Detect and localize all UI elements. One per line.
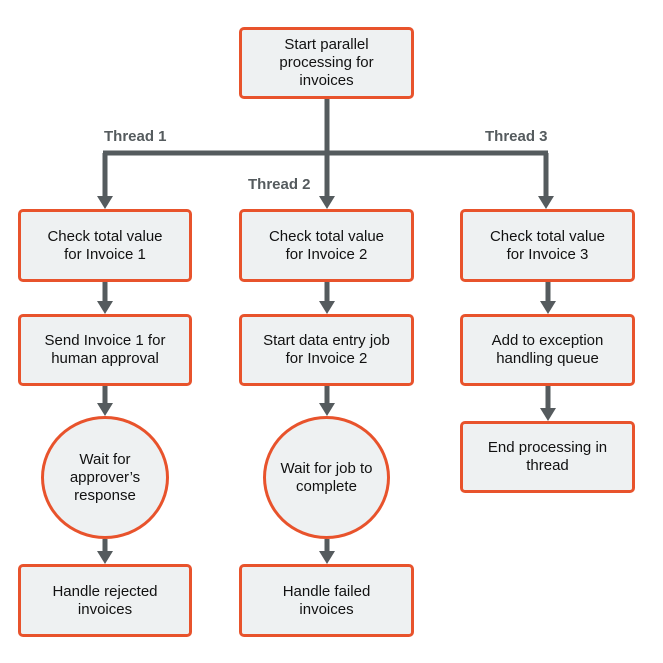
arrowhead-thread2-step1 — [319, 196, 335, 209]
thread1-check-invoice-node: Check total value for Invoice 1 — [18, 209, 192, 282]
thread3-end-processing-node: End processing in thread — [460, 421, 635, 493]
thread1-send-approval-node: Send Invoice 1 for human approval — [18, 314, 192, 386]
thread1-handle-rejected-node: Handle rejected invoices — [18, 564, 192, 637]
arrowhead-t3-step3 — [540, 408, 556, 421]
thread1-wait-response-node: Wait for approver’s response — [41, 416, 169, 539]
thread2-wait-job-node: Wait for job to complete — [263, 416, 390, 539]
thread3-exception-queue-node: Add to exception handling queue — [460, 314, 635, 386]
thread2-handle-failed-node: Handle failed invoices — [239, 564, 414, 637]
arrowhead-t1-step3 — [97, 403, 113, 416]
arrowhead-t3-step2 — [540, 301, 556, 314]
arrowhead-t2-step3 — [319, 403, 335, 416]
arrowhead-thread3-step1 — [538, 196, 554, 209]
thread-1-label: Thread 1 — [104, 128, 167, 145]
start-node: Start parallel processing for invoices — [239, 27, 414, 99]
arrowhead-t2-step4 — [319, 551, 335, 564]
thread2-start-data-entry-node: Start data entry job for Invoice 2 — [239, 314, 414, 386]
arrowhead-t1-step4 — [97, 551, 113, 564]
arrowhead-t1-step2 — [97, 301, 113, 314]
arrowhead-thread1-step1 — [97, 196, 113, 209]
arrowhead-t2-step2 — [319, 301, 335, 314]
thread3-check-invoice-node: Check total value for Invoice 3 — [460, 209, 635, 282]
thread-2-label: Thread 2 — [248, 176, 311, 193]
thread-3-label: Thread 3 — [485, 128, 548, 145]
thread2-check-invoice-node: Check total value for Invoice 2 — [239, 209, 414, 282]
